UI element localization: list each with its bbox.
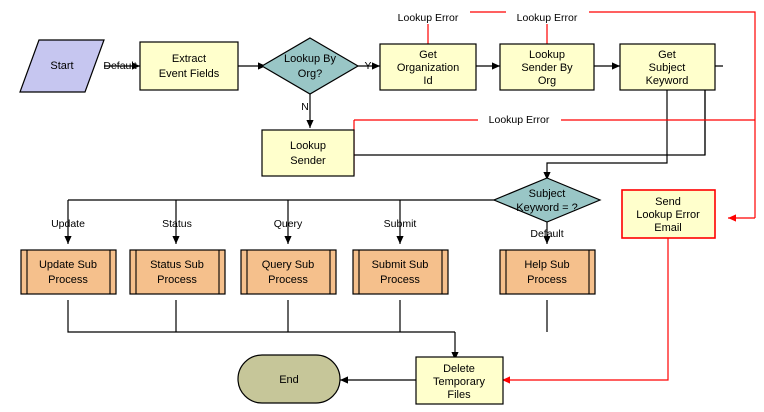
node-sendemail-line-1: Send xyxy=(655,196,681,208)
svg-text:Update: Update xyxy=(51,218,85,230)
node-start-label: Start xyxy=(50,60,73,72)
node-deletetemp-line-3: Files xyxy=(447,389,471,401)
edge-getsubjectkeyword-to-subjectkeyword xyxy=(543,88,668,180)
node-updatesub-line-2: Process xyxy=(48,274,88,286)
svg-text:Status: Status xyxy=(162,218,192,230)
node-submitsub-line-1: Submit Sub xyxy=(372,259,429,271)
edge-label-submit: Submit xyxy=(384,218,417,230)
svg-text:Default: Default xyxy=(530,228,563,240)
node-querysub-line-2: Process xyxy=(268,274,308,286)
node-updatesub-line-1: Update Sub xyxy=(39,259,97,271)
node-getsubjectkeyword-line-3: Keyword xyxy=(646,75,689,87)
node-getorgid-line-3: Id xyxy=(423,75,432,87)
node-get-organization-id[interactable]: Get Organization Id xyxy=(379,43,477,91)
edge-lookup-error-getorgid xyxy=(427,11,756,218)
node-lookupbyorg-line-2: Org? xyxy=(298,68,322,80)
edge-label-default-start: Default xyxy=(103,60,136,72)
node-statussub-line-2: Process xyxy=(157,274,197,286)
edge-label-default-keyword: Default xyxy=(530,228,563,240)
node-get-subject-keyword[interactable]: Get Subject Keyword xyxy=(619,43,716,91)
node-subject-keyword-decision[interactable]: Subject Keyword = ? xyxy=(492,177,602,223)
node-querysub-line-1: Query Sub xyxy=(262,259,315,271)
edge-sendemail-to-delete xyxy=(502,238,669,384)
edge-label-query: Query xyxy=(274,218,303,230)
svg-text:Y: Y xyxy=(364,60,371,72)
node-getorgid-line-2: Organization xyxy=(397,62,459,74)
node-lookupsenderbyorg-line-2: Sender By xyxy=(521,62,573,74)
node-helpsub-line-2: Process xyxy=(527,274,567,286)
svg-text:N: N xyxy=(301,101,309,113)
node-getorgid-line-1: Get xyxy=(419,49,437,61)
node-lookupbyorg-line-1: Lookup By xyxy=(284,53,336,65)
edge-label-yes: Y xyxy=(364,60,371,72)
node-deletetemp-line-2: Temporary xyxy=(433,376,485,388)
edge-label-lookup-error-3: Lookup Error xyxy=(478,114,561,127)
svg-text:Default: Default xyxy=(103,60,136,72)
node-lookup-sender[interactable]: Lookup Sender xyxy=(261,129,355,177)
node-lookupsender-line-1: Lookup xyxy=(290,140,326,152)
node-subjectkeyword-line-2: Keyword = ? xyxy=(516,202,577,214)
node-query-sub-process[interactable]: Query Sub Process xyxy=(240,249,337,295)
node-submitsub-line-2: Process xyxy=(380,274,420,286)
svg-text:Lookup Error: Lookup Error xyxy=(489,114,550,126)
edge-label-lookup-error-2: Lookup Error xyxy=(506,11,589,24)
node-sendemail-line-3: Email xyxy=(654,222,682,234)
svg-text:Submit: Submit xyxy=(384,218,417,230)
node-extract-line-2: Event Fields xyxy=(159,68,220,80)
edge-label-no: N xyxy=(301,101,309,113)
node-help-sub-process[interactable]: Help Sub Process xyxy=(499,249,596,295)
node-helpsub-line-1: Help Sub xyxy=(524,259,569,271)
edge-label-lookup-error-1: Lookup Error xyxy=(387,11,470,24)
node-lookupsender-line-2: Sender xyxy=(290,155,326,167)
node-lookup-sender-by-org[interactable]: Lookup Sender By Org xyxy=(499,43,595,91)
node-lookupsenderbyorg-line-1: Lookup xyxy=(529,49,565,61)
node-extract-line-1: Extract xyxy=(172,53,206,65)
node-sendemail-line-2: Lookup Error xyxy=(636,209,700,221)
node-start[interactable]: Start xyxy=(19,39,105,93)
node-extract-event-fields[interactable]: Extract Event Fields xyxy=(139,41,239,91)
svg-text:Query: Query xyxy=(274,218,303,230)
node-getsubjectkeyword-line-1: Get xyxy=(658,49,676,61)
node-delete-temporary-files[interactable]: Delete Temporary Files xyxy=(415,356,504,405)
node-getsubjectkeyword-line-2: Subject xyxy=(649,62,686,74)
node-submit-sub-process[interactable]: Submit Sub Process xyxy=(352,249,449,295)
node-send-lookup-error-email[interactable]: Send Lookup Error Email xyxy=(621,189,716,239)
edge-label-status: Status xyxy=(162,218,192,230)
node-statussub-line-1: Status Sub xyxy=(150,259,204,271)
node-subjectkeyword-line-1: Subject xyxy=(529,188,566,200)
node-update-sub-process[interactable]: Update Sub Process xyxy=(20,249,117,295)
node-lookupsenderbyorg-line-3: Org xyxy=(538,75,556,87)
node-lookup-by-org-decision[interactable]: Lookup By Org? xyxy=(260,37,360,95)
edge-lookup-error-lookupsender xyxy=(353,119,755,175)
edge-subjectkeyword-branch-bus xyxy=(64,199,497,244)
node-end-label: End xyxy=(279,374,299,386)
node-end[interactable]: End xyxy=(237,354,341,404)
node-deletetemp-line-1: Delete xyxy=(443,363,475,375)
svg-text:Lookup Error: Lookup Error xyxy=(517,12,578,24)
edge-subprocess-bus-to-delete xyxy=(67,300,548,360)
node-status-sub-process[interactable]: Status Sub Process xyxy=(129,249,226,295)
svg-text:Lookup Error: Lookup Error xyxy=(398,12,459,24)
edge-label-update: Update xyxy=(51,218,85,230)
